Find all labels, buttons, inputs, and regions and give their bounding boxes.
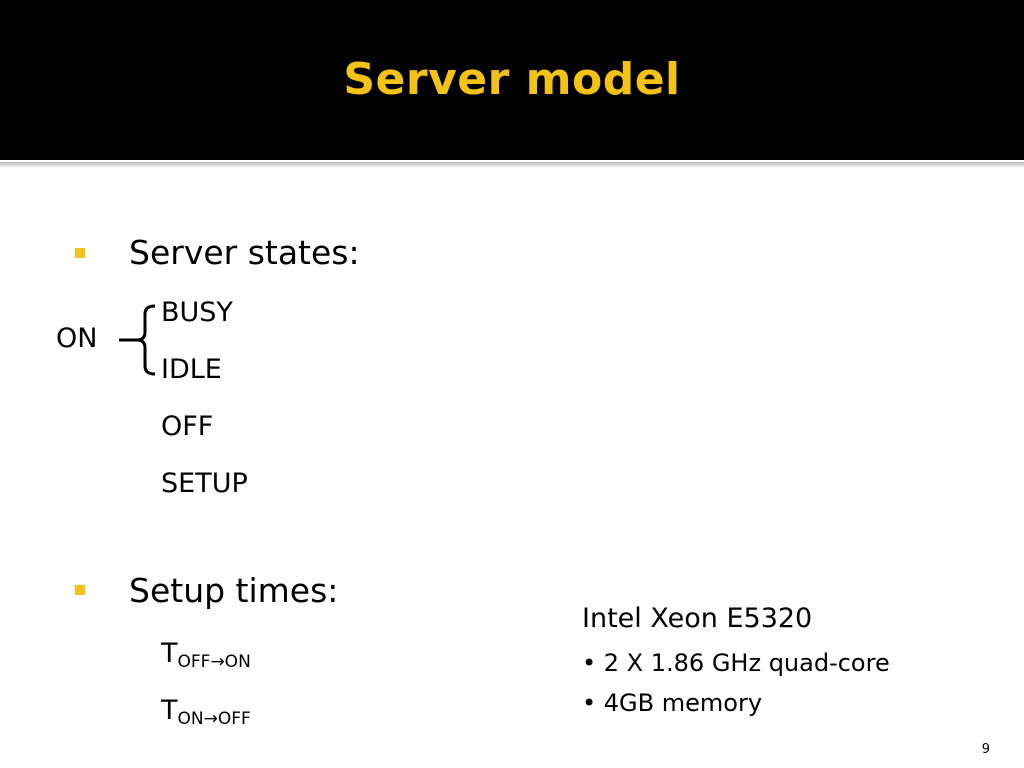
setup-time-subscript: ON→OFF: [177, 709, 251, 729]
hardware-name: Intel Xeon E5320: [582, 603, 813, 634]
hardware-spec: • 2 X 1.86 GHz quad-core: [582, 649, 890, 677]
bullet-square-icon: [75, 248, 85, 258]
setup-time-off-on: TOFF→ON: [161, 640, 251, 671]
setup-time-symbol: T: [161, 638, 178, 669]
state-idle: IDLE: [161, 354, 222, 385]
bullet-square-icon: [75, 585, 85, 595]
curly-brace-icon: [119, 304, 156, 376]
on-group-label: ON: [56, 323, 98, 354]
state-setup: SETUP: [161, 468, 248, 499]
setup-time-subscript: OFF→ON: [177, 652, 251, 672]
setup-times-heading: Setup times:: [129, 571, 339, 610]
title-bar: [0, 0, 1024, 160]
setup-time-symbol: T: [161, 695, 178, 726]
state-off: OFF: [161, 411, 214, 442]
server-states-heading: Server states:: [129, 233, 360, 272]
title-divider: [0, 160, 1024, 168]
hardware-spec: • 4GB memory: [582, 689, 763, 717]
state-busy: BUSY: [161, 297, 233, 328]
slide-title: Server model: [343, 54, 681, 105]
setup-time-on-off: TON→OFF: [161, 697, 251, 728]
page-number: 9: [981, 742, 990, 757]
